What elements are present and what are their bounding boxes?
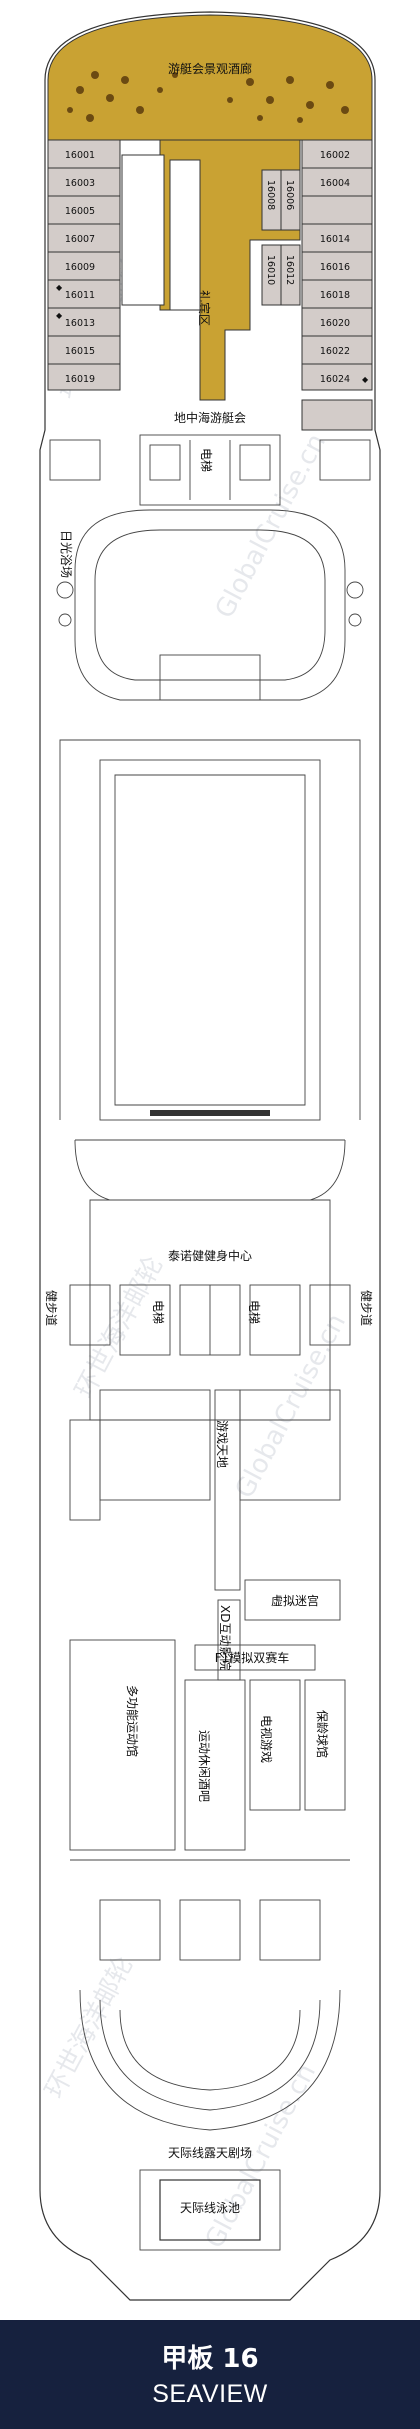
accessible-marker-icon: ◆: [56, 283, 63, 292]
elevator-mid-right-label: 电梯: [247, 1300, 261, 1324]
bowling-area[interactable]: [304, 1679, 346, 1811]
yacht-club-label: 地中海游艇会: [174, 410, 246, 425]
video-game-area[interactable]: [249, 1679, 301, 1811]
elevator-fwd-label: 电梯: [199, 448, 213, 472]
cabin-16024: 16024: [320, 374, 350, 385]
virtual-maze-label: 虚拟迷宫: [271, 1593, 319, 1608]
center-block: [121, 154, 165, 306]
pool-label: 天际线泳池: [180, 2201, 240, 2215]
cabin-16020: 16020: [320, 318, 350, 329]
cabin-16006: 16006: [284, 180, 295, 210]
cabin-16012: 16012: [284, 255, 295, 285]
cabin-16004: 16004: [320, 178, 350, 189]
sports-court-area[interactable]: [69, 1639, 176, 1851]
cabin-16019: 16019: [65, 374, 95, 385]
ship-name: SEAVIEW: [152, 2380, 268, 2408]
aft-core: [70, 1859, 350, 1961]
jogging-right-label: 健步道: [359, 1290, 373, 1326]
cabins-center: 16008 16006 16010 16012: [261, 169, 301, 306]
pool-area[interactable]: [159, 2179, 261, 2241]
concierge-label: 礼宾区: [197, 290, 212, 326]
accessible-marker-icon: ◆: [56, 311, 63, 320]
cabin-16007: 16007: [65, 234, 95, 245]
cabin-16026-box: [301, 399, 373, 431]
playground-label: 游戏天地: [215, 1420, 229, 1468]
mid-deck-structure: [59, 654, 361, 1201]
sun-deck-label: 日光浴场: [59, 530, 73, 578]
elevator-mid-left-label: 电梯: [151, 1300, 165, 1324]
cabin-16015: 16015: [65, 346, 95, 357]
jogging-left-label: 健步道: [44, 1290, 58, 1326]
theater-area[interactable]: [79, 1989, 341, 2131]
sports-court-label: 多功能运动馆: [125, 1685, 140, 1757]
lounge-furniture: [67, 71, 349, 123]
lounge-area[interactable]: [47, 14, 373, 141]
accessible-marker-icon: ◆: [362, 375, 369, 384]
cabin-16011: 16011: [65, 290, 95, 301]
cabin-16013: 16013: [65, 318, 95, 329]
concierge-stairs: [169, 159, 201, 311]
deck-footer: 甲板 16 SEAVIEW: [0, 2320, 420, 2429]
cabin-16003: 16003: [65, 178, 95, 189]
cabin-16002: 16002: [320, 150, 350, 161]
gym-area[interactable]: [89, 1199, 331, 1421]
cabin-16010: 16010: [265, 255, 276, 285]
xd-cinema-label: XD互动影院: [218, 1605, 232, 1670]
forward-core: [49, 434, 371, 506]
watermark-en: GlobalCruise.cn: [230, 1309, 352, 1503]
playground-area[interactable]: [69, 1389, 341, 1591]
hull-outline: [39, 11, 381, 2301]
cabin-16014: 16014: [320, 234, 350, 245]
cabin-16001: 16001: [65, 150, 95, 161]
virtual-maze-area[interactable]: [244, 1579, 341, 1621]
cabin-16016: 16016: [320, 262, 350, 273]
cabin-16009: 16009: [65, 262, 95, 273]
bowling-label: 保龄球馆: [315, 1710, 330, 1758]
watermark-en: GlobalCruise.cn: [210, 429, 332, 623]
cabin-16005: 16005: [65, 206, 95, 217]
f1-sim-area[interactable]: [194, 1644, 316, 1671]
gym-label: 泰诺健健身中心: [168, 1248, 252, 1263]
cabins-right: 16002 16004 16014 16016 16018 16020 1602…: [301, 139, 373, 391]
video-game-label: 电视游戏: [259, 1715, 274, 1763]
sports-bar-label: 运动休闲酒吧: [197, 1730, 211, 1802]
gym-core: [69, 1284, 351, 1356]
sun-deck-area[interactable]: [56, 509, 364, 701]
deck-number: 甲板 16: [161, 2344, 259, 2374]
watermark-cn: 环世海洋邮轮: [40, 1951, 140, 2103]
f1-sim-label: F1模拟双赛车: [215, 1650, 290, 1665]
cabin-16008: 16008: [265, 180, 276, 210]
lounge-label: 游艇会景观酒廊: [168, 61, 252, 76]
cabin-16018: 16018: [320, 290, 350, 301]
deck-plan: 环世海洋邮轮 GlobalCruise.cn 环世海洋邮轮 GlobalCrui…: [39, 11, 381, 2301]
theater-label: 天际线露天剧场: [168, 2146, 252, 2160]
sports-bar-area[interactable]: [184, 1679, 246, 1851]
cabin-16022: 16022: [320, 346, 350, 357]
cabins-left: 16001 16003 16005 16007 16009 16011 1601…: [47, 139, 121, 391]
